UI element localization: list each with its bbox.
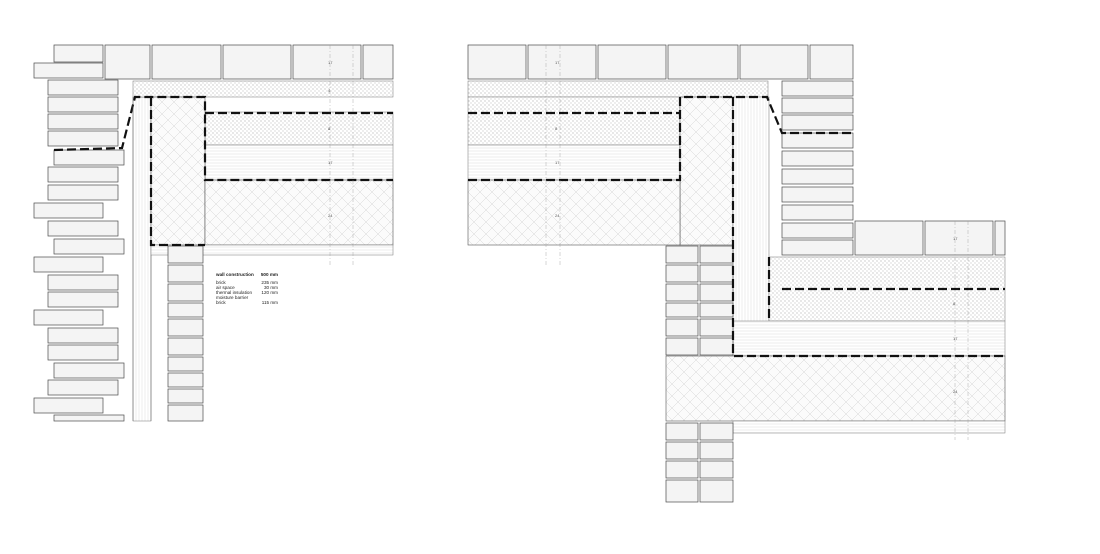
right-dim-24: 24 — [555, 213, 560, 218]
wall-construction-legend: wall construction 500 mm brick 235 mm ai… — [216, 272, 278, 305]
right-insulation-mid — [467, 96, 681, 146]
left-concrete-wall — [150, 96, 206, 246]
right-inner-brick-column — [665, 245, 734, 503]
right-lower-slab — [665, 355, 1006, 422]
right-barrier-inner — [731, 97, 1005, 358]
legend-total: 500 mm — [260, 272, 278, 277]
right-plaster-layer — [467, 144, 681, 181]
left-insulation-mid — [204, 111, 394, 146]
left-concrete-slab — [204, 179, 394, 246]
legend-title: wall construction — [216, 272, 254, 277]
left-dim-24: 24 — [328, 213, 333, 218]
right-detail: 17 8 17 24 17 8 17 24 — [467, 44, 1006, 503]
legend-layer-name: air space — [216, 285, 235, 290]
legend-layer: thermal insulation 120 mm — [216, 290, 278, 295]
right-lower-plaster — [732, 320, 1006, 357]
right-lower-ceiling-finish — [732, 420, 1006, 434]
legend-header: wall construction 500 mm — [216, 272, 278, 277]
left-top-brick-course — [53, 44, 394, 80]
legend-layer: brick 115 mm — [216, 300, 278, 305]
legend-layer-name: brick — [216, 280, 226, 285]
right-lower-dim-24: 24 — [953, 389, 958, 394]
right-top-brick-course — [467, 44, 854, 80]
right-lower-dim-17: 17 — [953, 336, 958, 341]
left-dim-4: 4 — [328, 88, 331, 93]
right-lower-dim-8: 8 — [953, 301, 956, 306]
left-ceiling-finish — [150, 244, 394, 256]
left-barrier-inner — [149, 97, 205, 247]
left-dim-17: 17 — [328, 160, 333, 165]
right-lower-dim-17-top: 17 — [953, 236, 958, 241]
left-dim-17-top: 17 — [328, 60, 333, 65]
left-moisture-barrier — [53, 95, 393, 182]
left-air-space — [132, 96, 152, 422]
legend-layer-name: brick — [216, 300, 226, 305]
right-brick-column — [781, 80, 854, 256]
right-lower-brick-course — [854, 220, 1006, 256]
right-concrete-wall — [679, 96, 734, 246]
legend-layer: air space 30 mm — [216, 285, 278, 290]
legend-layer-value: 30 mm — [263, 285, 278, 290]
right-dim-8: 8 — [555, 126, 558, 131]
right-insulation-top — [467, 80, 769, 98]
left-plaster-layer — [204, 144, 394, 181]
legend-layer-name: thermal insulation — [216, 290, 253, 295]
right-moisture-barrier — [468, 95, 853, 182]
legend-layer-value: 235 mm — [261, 280, 278, 285]
left-insulation-top — [132, 80, 394, 98]
legend-layer: moisture barrier — [216, 295, 278, 300]
legend-layer: brick 235 mm — [216, 280, 278, 285]
left-dim-8: 8 — [328, 126, 331, 131]
legend-layer-value: 120 mm — [261, 290, 278, 295]
right-dim-17: 17 — [555, 160, 560, 165]
right-air-space — [732, 96, 770, 356]
left-inner-brick-column — [167, 245, 204, 422]
right-dim-17-top: 17 — [555, 60, 560, 65]
legend-layer-name: moisture barrier — [216, 295, 249, 300]
right-concrete-slab — [467, 179, 681, 246]
left-brick-column — [33, 62, 125, 422]
left-detail: 17 4 8 17 24 — [33, 44, 394, 422]
legend-layer-value: 115 mm — [261, 300, 278, 305]
